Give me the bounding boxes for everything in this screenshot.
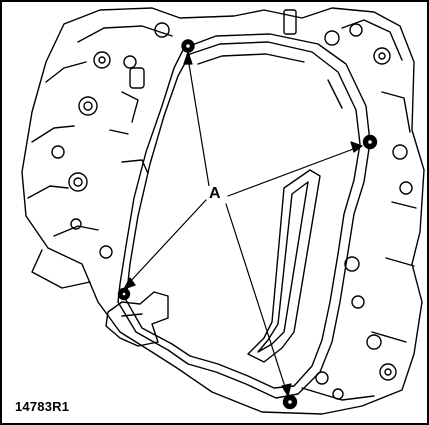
- callout-label: A: [207, 185, 223, 202]
- leader-left: [127, 199, 207, 285]
- callout-leaders: [123, 51, 363, 397]
- arrowhead-top: [183, 51, 193, 65]
- figure-reference: 14783R1: [15, 399, 70, 414]
- cover-bolts: [117, 39, 378, 410]
- leader-right: [227, 147, 357, 197]
- bolt-top: [181, 39, 195, 53]
- bolt-bottom: [282, 394, 298, 410]
- arrowhead-left: [123, 277, 136, 290]
- bolt-left: [117, 287, 131, 301]
- bolt-right: [362, 134, 378, 150]
- leader-bottom: [225, 203, 287, 391]
- leader-top: [187, 57, 211, 193]
- arrowhead-bottom: [281, 383, 292, 397]
- transmission-cover: [105, 41, 361, 389]
- gearbox-housing: [21, 7, 425, 415]
- arrowhead-right: [350, 141, 363, 153]
